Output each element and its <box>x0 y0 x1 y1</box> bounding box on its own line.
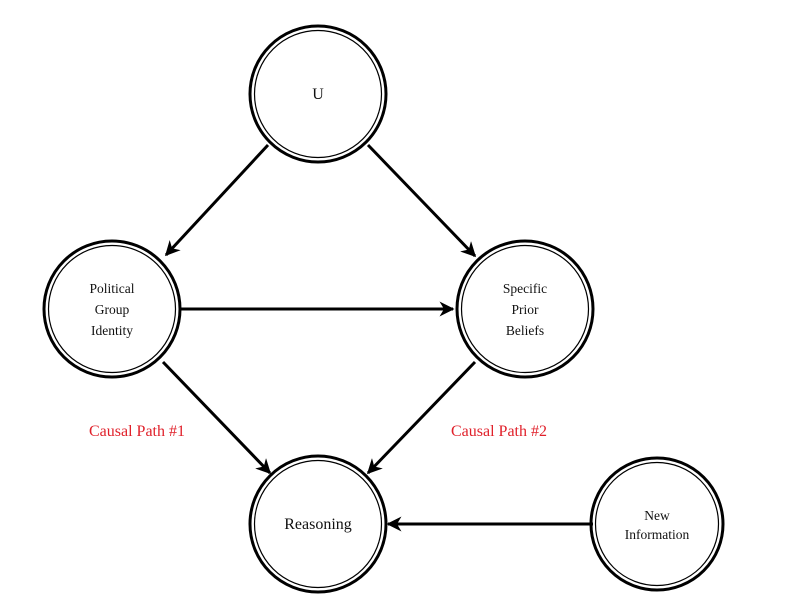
node-specific-prior-beliefs-label-line-3: Beliefs <box>506 323 544 338</box>
node-new-information-label-line-1: New <box>644 508 670 523</box>
node-specific-prior-beliefs-label-line-1: Specific <box>503 281 547 296</box>
node-political-group-identity-label-line-3: Identity <box>91 323 133 338</box>
node-specific-prior-beliefs-label-line-2: Prior <box>512 302 540 317</box>
edges <box>161 143 593 532</box>
edge-political-group-identity-to-reasoning <box>161 360 272 475</box>
node-u: U <box>248 24 388 164</box>
edge-specific-prior-beliefs-to-reasoning <box>366 360 477 475</box>
causal-path-1-label: Causal Path #1 <box>89 423 185 440</box>
node-new-information-label-line-2: Information <box>625 527 690 542</box>
node-political-group-identity-label-line-1: Political <box>90 281 135 296</box>
node-new-information: New Information <box>589 456 725 592</box>
node-specific-prior-beliefs: Specific Prior Beliefs <box>455 239 595 379</box>
edge-u-to-specific-prior-beliefs <box>366 143 477 258</box>
causal-path-2-label: Causal Path #2 <box>451 423 547 440</box>
node-political-group-identity: Political Group Identity <box>42 239 182 379</box>
node-reasoning-label-line-1: Reasoning <box>284 516 352 533</box>
node-reasoning: Reasoning <box>248 454 388 594</box>
node-political-group-identity-label-line-2: Group <box>95 302 130 317</box>
node-u-label-line-1: U <box>312 86 324 103</box>
edge-u-to-political-group-identity <box>164 143 270 257</box>
